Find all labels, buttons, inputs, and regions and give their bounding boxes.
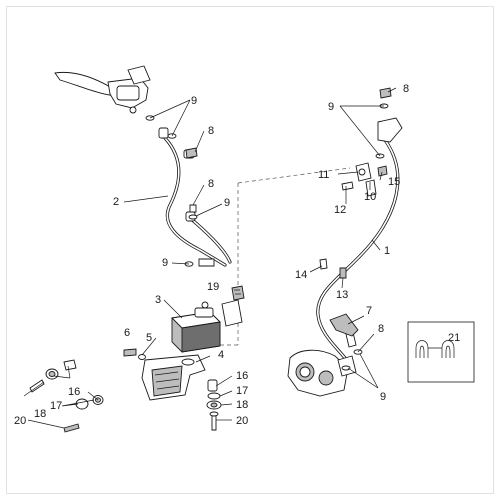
- bolt-6-nut-5: [123, 348, 146, 360]
- label-11: 11: [318, 169, 329, 181]
- abs-modulator-3: [171, 301, 221, 353]
- caliper-hose-1: [316, 117, 403, 364]
- label-7: 7: [366, 305, 372, 317]
- leader-lines: [23, 87, 397, 429]
- label-16-right: 16: [236, 370, 248, 382]
- label-1: 1: [384, 245, 390, 257]
- label-17-right: 17: [236, 385, 248, 397]
- label-3: 3: [155, 294, 161, 306]
- brake-caliper: [287, 349, 363, 397]
- abs-bracket-4: [141, 354, 206, 401]
- label-20-right: 20: [236, 415, 248, 427]
- right-hardware-stack: [206, 379, 222, 431]
- label-8-mid-left: 8: [208, 178, 214, 190]
- part-labels: 9 8 8 9 2 9 19 3 6 5 4 16 17 18 20 16 17…: [14, 83, 460, 427]
- label-19: 19: [207, 281, 219, 293]
- clip-21-detail: [407, 321, 475, 383]
- left-hardware-stack: [29, 359, 104, 433]
- label-8-top-left: 8: [208, 125, 214, 137]
- label-13: 13: [336, 289, 348, 301]
- brake-lever-master-cylinder: [54, 65, 151, 114]
- label-2: 2: [113, 196, 119, 208]
- label-6: 6: [124, 327, 130, 339]
- label-9-lower-left: 9: [162, 257, 168, 269]
- label-4: 4: [218, 349, 224, 361]
- bolts-13-14: [319, 258, 347, 279]
- label-8-lower-right: 8: [378, 323, 384, 335]
- label-9-top-right: 9: [328, 101, 334, 113]
- label-16-left: 16: [68, 386, 80, 398]
- label-8-top-right: 8: [403, 83, 409, 95]
- label-14: 14: [295, 269, 307, 281]
- label-5: 5: [146, 332, 152, 344]
- speed-sensor-group: [341, 162, 388, 197]
- label-20-left: 20: [14, 415, 26, 427]
- label-21: 21: [448, 332, 460, 344]
- label-9-lower-right: 9: [380, 391, 386, 403]
- label-15: 15: [388, 176, 400, 188]
- assembly-boundary: [200, 167, 351, 346]
- label-17-left: 17: [50, 400, 62, 412]
- label-9-mid-left: 9: [224, 197, 230, 209]
- abs-connector-19: [221, 285, 245, 327]
- label-9-top-left: 9: [191, 95, 197, 107]
- label-10: 10: [364, 191, 376, 203]
- label-18-left: 18: [34, 408, 46, 420]
- label-12: 12: [334, 204, 346, 216]
- label-18-right: 18: [236, 399, 248, 411]
- fittings-top-left: [145, 115, 198, 267]
- brake-pad-7: [329, 313, 359, 337]
